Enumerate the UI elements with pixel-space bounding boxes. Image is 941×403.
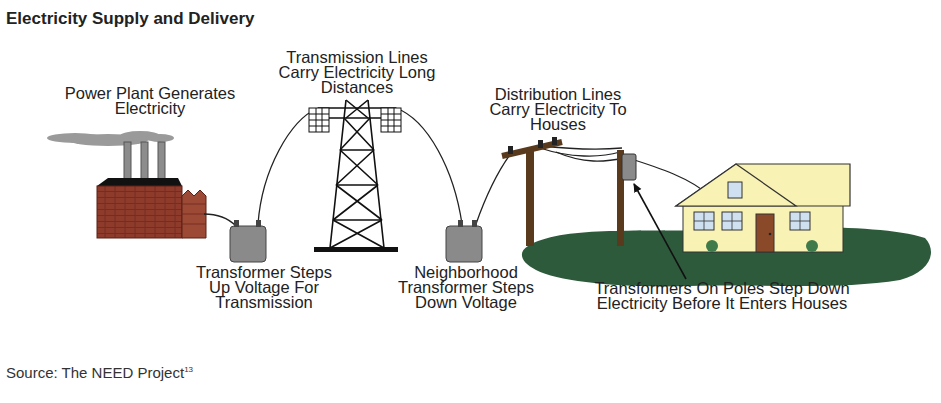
callout-label: Transformer Steps Up Voltage For Transmi… xyxy=(192,265,337,310)
neighborhood-transformer xyxy=(446,220,482,262)
footnote-number: 13 xyxy=(184,365,193,374)
leader-arrow xyxy=(634,184,686,279)
callout-label: Distribution Lines Carry Electricity To … xyxy=(476,87,641,132)
utility-pole xyxy=(502,137,562,246)
callout-label: Transformers On Poles Step Down Electric… xyxy=(587,281,857,311)
power-wires xyxy=(204,108,710,226)
diagram-title: Electricity Supply and Delivery xyxy=(6,9,254,29)
power-plant xyxy=(97,142,206,238)
callout-label: Power Plant Generates Electricity xyxy=(60,86,240,116)
transmission-tower xyxy=(309,100,401,252)
pole-transformer xyxy=(617,150,636,246)
smoke xyxy=(47,131,174,146)
house xyxy=(676,164,850,252)
step-up-transformer xyxy=(230,220,266,262)
caption-line: Source: The NEED Project13 xyxy=(6,364,193,381)
callout-label: Transmission Lines Carry Electricity Lon… xyxy=(275,50,440,95)
source-caption: Source: The NEED Project xyxy=(6,364,184,381)
callout-label: Neighborhood Transformer Steps Down Volt… xyxy=(379,265,554,310)
